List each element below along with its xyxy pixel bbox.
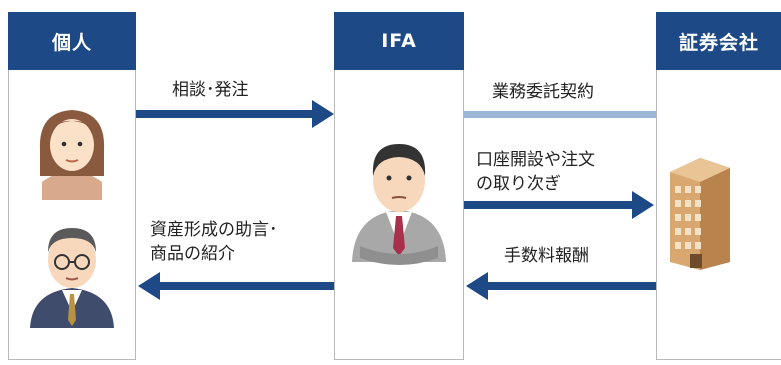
securities-header: 証券会社	[656, 12, 781, 70]
commission-label: 手数料報酬	[504, 246, 589, 266]
ifa-title: IFA	[381, 30, 417, 52]
securities-title: 証券会社	[678, 31, 759, 54]
contract-label: 業務委託契約	[492, 82, 594, 102]
commission-arrow	[466, 272, 656, 300]
man-with-glasses-icon	[30, 228, 114, 328]
individual-header: 個人	[8, 12, 136, 70]
individual-title: 個人	[51, 31, 92, 54]
ifa-header: IFA	[334, 12, 464, 70]
ifa-column: IFA	[334, 12, 464, 360]
office-building-icon	[670, 158, 730, 270]
advice-label-line1: 資産形成の助言･	[150, 220, 278, 240]
consult-arrow	[136, 100, 334, 128]
businessman-icon	[352, 144, 446, 265]
consult-order-label: 相談･発注	[172, 80, 249, 100]
advice-arrow	[138, 272, 334, 300]
advice-label-line2: 商品の紹介	[150, 244, 235, 264]
woman-icon	[39, 110, 105, 200]
relay-label-line2: の取り次ぎ	[476, 174, 561, 194]
relay-arrow	[464, 191, 654, 219]
contract-line	[464, 111, 656, 118]
relay-label-line1: 口座開設や注文	[476, 150, 595, 170]
